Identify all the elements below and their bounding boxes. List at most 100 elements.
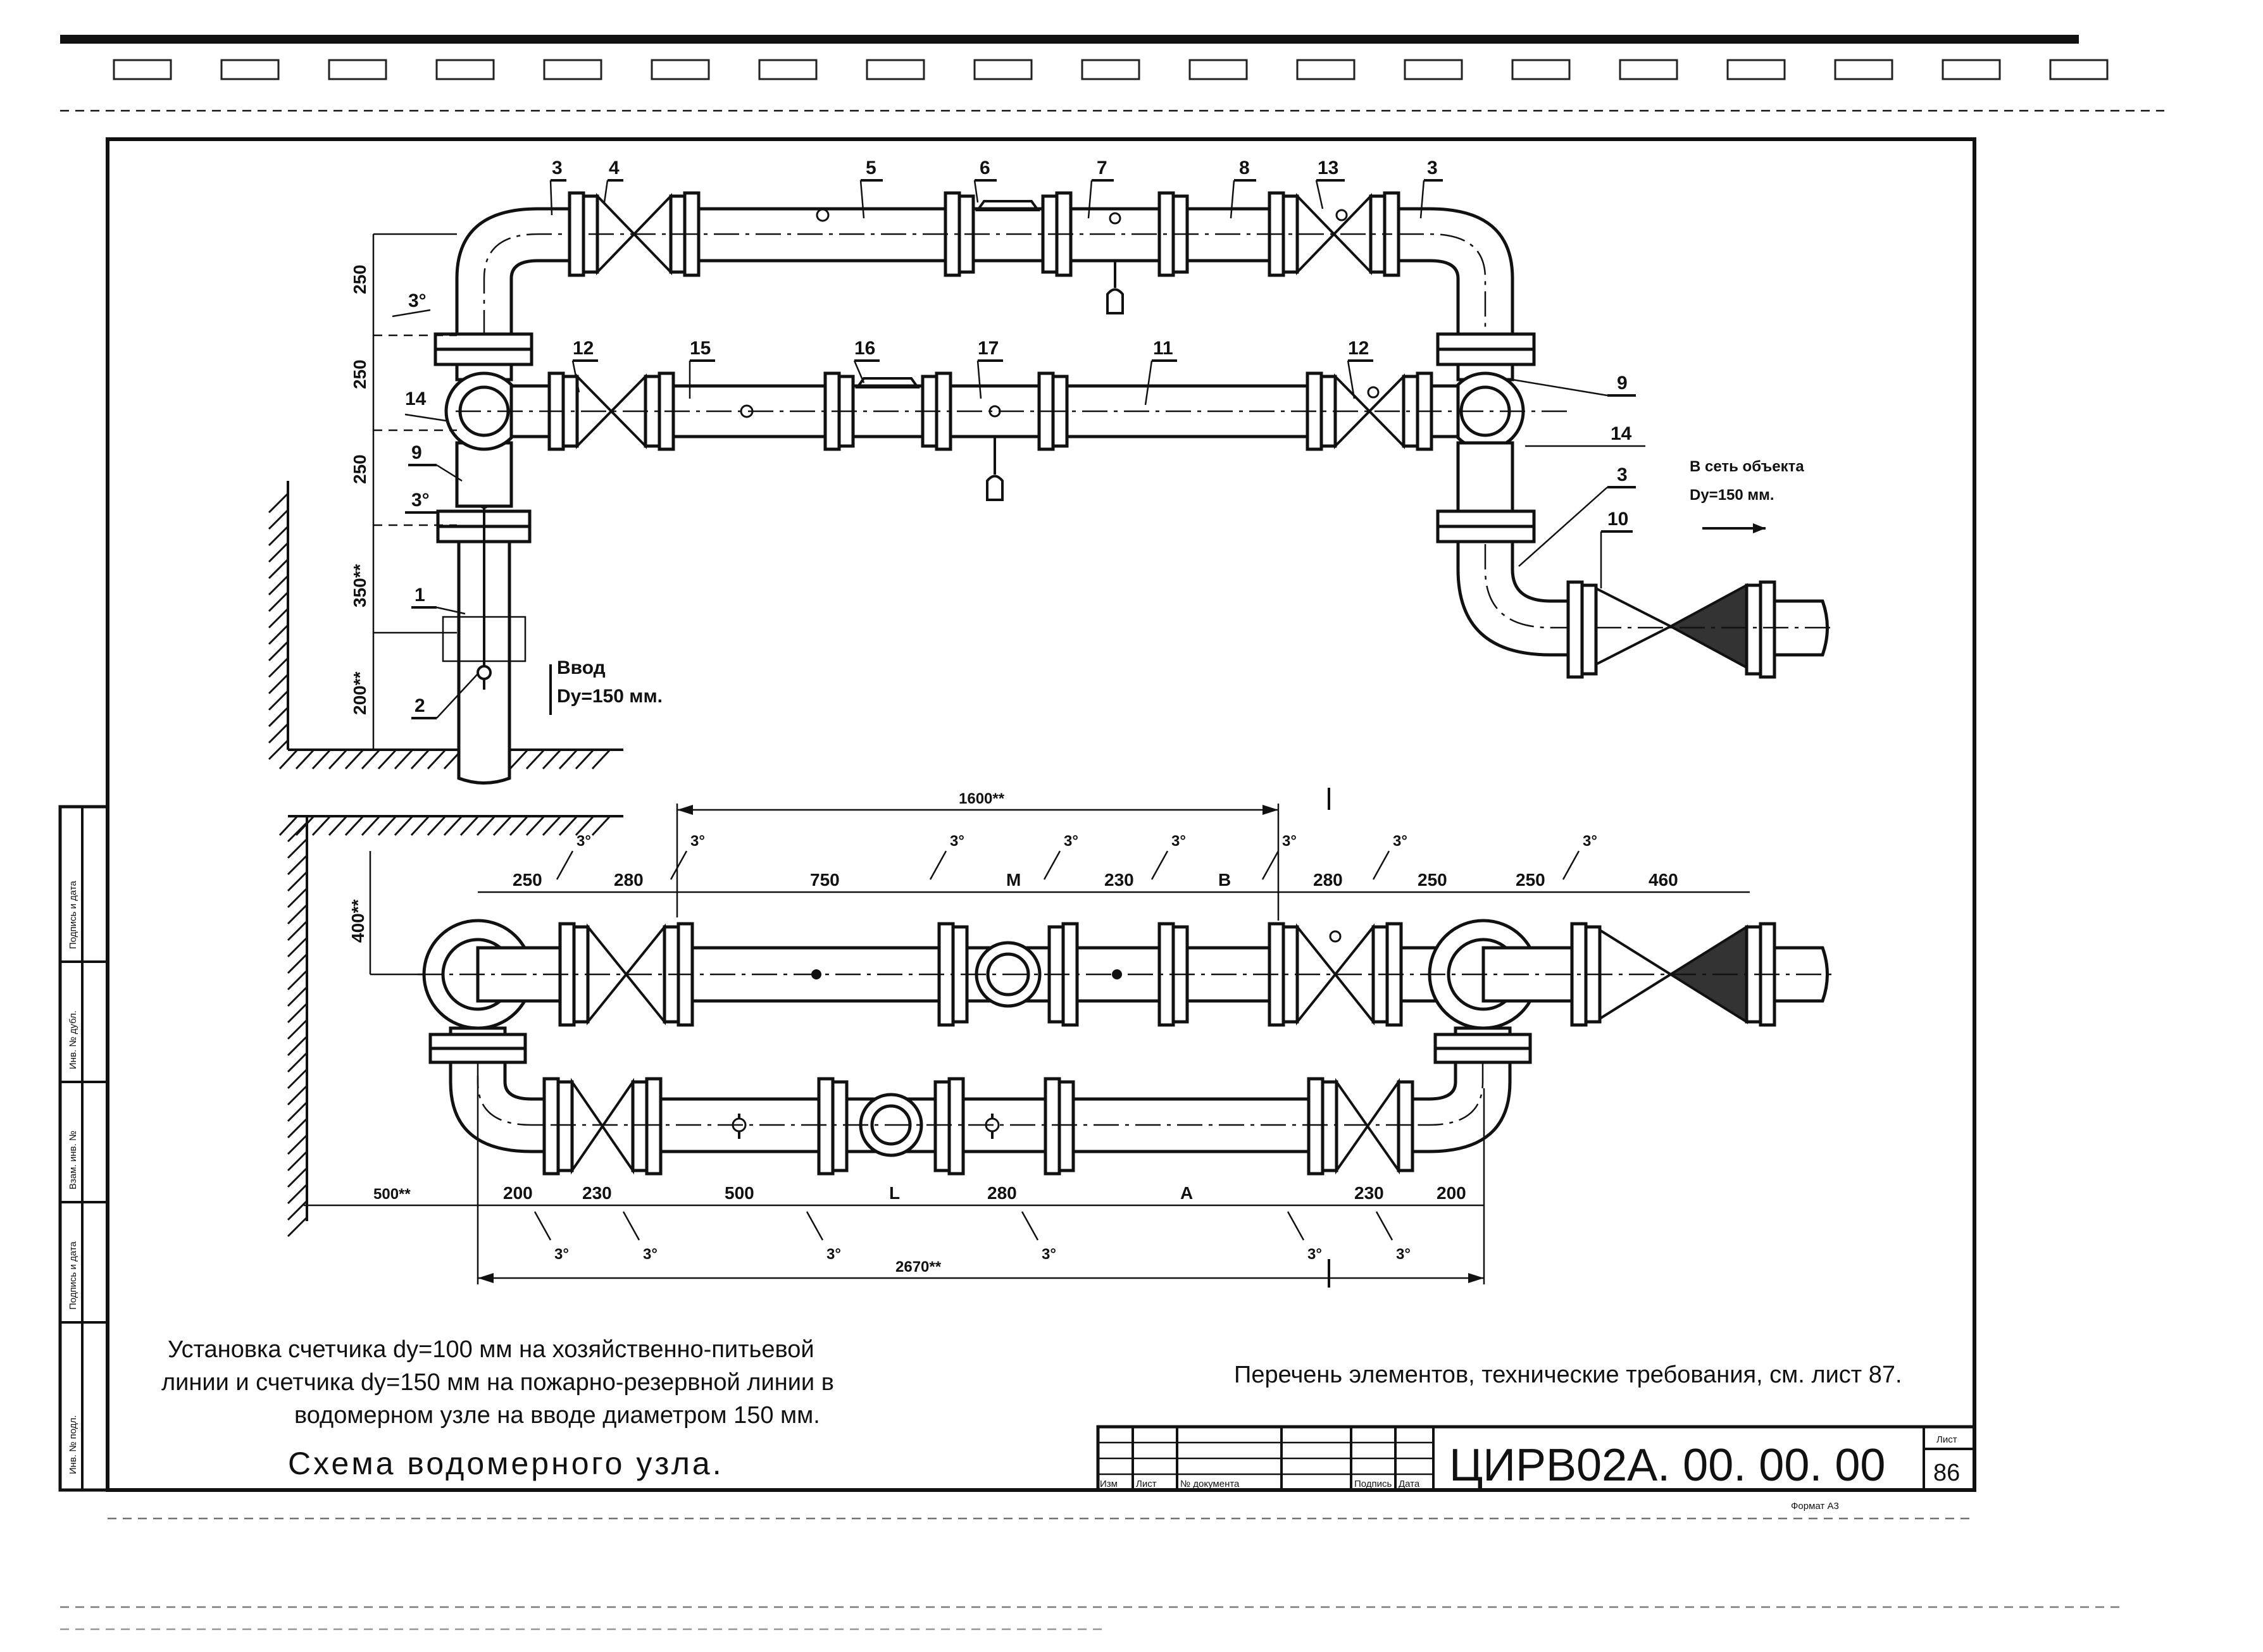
angle-mark-leader xyxy=(1287,1211,1305,1241)
angle-mark-leader xyxy=(1375,1211,1393,1241)
angle-mark-label: 3° xyxy=(690,833,705,850)
stamp-label-0: Инв. № подл. xyxy=(68,1415,78,1474)
format-label: Формат А3 xyxy=(1791,1501,1839,1512)
callout-mid-1: 15 xyxy=(690,338,711,359)
plan-top-overall: 1600** xyxy=(959,790,1005,807)
angle-mark-label: 3° xyxy=(554,1246,569,1263)
angle-mark-label: 3° xyxy=(1064,833,1078,850)
ptd-7: 250 xyxy=(1418,870,1447,890)
stamp-label-1: Подпись и дата xyxy=(68,1241,78,1310)
note-line-3: водомерном узле на вводе диаметром 150 м… xyxy=(294,1402,820,1429)
inlet-label-2: Dy=150 мм. xyxy=(557,686,663,707)
pbd-3: 500 xyxy=(725,1183,754,1203)
tb-col-2: № документа xyxy=(1180,1479,1240,1489)
callout-right-2: 3 xyxy=(1617,464,1628,485)
note-line-1: Установка счетчика dy=100 мм на хозяйств… xyxy=(168,1336,814,1363)
angle-mark-label: 3° xyxy=(1396,1246,1411,1263)
angle-mark-label: 3° xyxy=(1171,833,1186,850)
outlet-elbow xyxy=(1456,540,1584,657)
ptd-1: 280 xyxy=(614,870,644,890)
angle-mark-label: 3° xyxy=(1583,833,1597,850)
pbd-6: A xyxy=(1180,1183,1193,1203)
callout-top-5: 8 xyxy=(1239,158,1250,178)
inlet-label-1: Ввод xyxy=(557,657,606,678)
scan-header-band xyxy=(60,35,2164,112)
callout-right-3: 10 xyxy=(1607,509,1628,530)
upper-left-elbow xyxy=(455,207,571,336)
ptd-0: 250 xyxy=(513,870,542,890)
callout-top-2: 5 xyxy=(866,158,876,178)
outlet-label-2: Dy=150 мм. xyxy=(1690,487,1774,504)
angle-mark-leader xyxy=(806,1211,824,1241)
callout-top-3: 6 xyxy=(980,158,990,178)
angle-mark-label: 3° xyxy=(577,833,591,850)
middle-line xyxy=(456,371,1569,501)
angle-mark-leader xyxy=(1043,850,1061,880)
stamp-label-3: Инв. № дубл. xyxy=(68,1010,78,1069)
callout-left-1: 9 xyxy=(411,442,422,463)
scan-noise-bottom xyxy=(60,1517,2120,1630)
angle-mark-leader xyxy=(556,850,574,880)
tb-col-3: Подпись xyxy=(1354,1479,1392,1489)
sheet-frame xyxy=(106,137,1976,1492)
angle-mark-label: 3° xyxy=(1307,1246,1322,1263)
angle-mark-leader xyxy=(929,850,947,880)
tb-col-1: Лист xyxy=(1136,1479,1157,1489)
pbd-7: 230 xyxy=(1354,1183,1384,1203)
callout-top-7: 3 xyxy=(1427,158,1438,178)
plan-bottom-dims: 500** 200 230 500 L 280 A 230 200 3°3°3°… xyxy=(304,1076,1485,1288)
title-block: Изм Лист № документа Подпись Дата ЦИРВ02… xyxy=(1096,1425,1976,1512)
vdim-0: 250 xyxy=(350,264,370,294)
callout-mid-3: 17 xyxy=(978,338,999,359)
outlet-label-1: В сеть объекта xyxy=(1690,458,1804,475)
callout-mid-2: 16 xyxy=(854,338,875,359)
upper-line xyxy=(568,191,1400,314)
callout-mid-4: 11 xyxy=(1153,338,1173,359)
angle-mark-leader xyxy=(1372,850,1390,880)
callout-mid-5: 12 xyxy=(1348,338,1369,359)
angle-mark-label: 3° xyxy=(950,833,964,850)
angle-mark-leader xyxy=(1021,1211,1039,1241)
plan-vertical-dim: 400** xyxy=(348,899,368,943)
angle-mark-label: 3° xyxy=(1393,833,1407,850)
vdim-1: 250 xyxy=(350,359,370,389)
callout-left-2: 3° xyxy=(411,490,430,511)
callout-right-0: 9 xyxy=(1617,373,1628,394)
callout-top-6: 13 xyxy=(1318,158,1338,178)
reference-note: Перечень элементов, технические требован… xyxy=(1234,1362,1902,1388)
left-callouts: 14 9 3° 1 2 3° xyxy=(392,290,478,719)
pbd-1: 200 xyxy=(503,1183,533,1203)
angle-mark-leader xyxy=(1261,850,1280,880)
pbd-5: 280 xyxy=(987,1183,1017,1203)
ptd-9: 460 xyxy=(1649,870,1678,890)
middle-callouts: 12 15 16 17 11 12 xyxy=(571,338,1373,406)
callout-right-1: 14 xyxy=(1611,423,1632,444)
angle-mark-label: 3° xyxy=(1042,1246,1056,1263)
title-block-code: ЦИРВ02А. 00. 00. 00 xyxy=(1449,1440,1885,1491)
vdim-3: 350** xyxy=(350,564,370,607)
side-stamp: Инв. № подл. Подпись и дата Взам. инв. №… xyxy=(58,805,109,1492)
drawing-title: Схема водомерного узла. xyxy=(288,1446,724,1481)
callout-left-3: 1 xyxy=(415,585,425,606)
callout-top-4: 7 xyxy=(1097,158,1107,178)
callout-top-0: 3 xyxy=(552,158,563,178)
callout-left-0: 14 xyxy=(405,388,427,409)
upper-scheme: Ввод Dy=150 мм. xyxy=(268,158,1835,785)
pbd-8: 200 xyxy=(1437,1183,1466,1203)
angle-mark-label: 3° xyxy=(643,1246,658,1263)
pbd-0: 500** xyxy=(373,1186,411,1203)
upper-vertical-dims: 250 250 250 350** 200** xyxy=(350,233,457,750)
pbd-2: 230 xyxy=(582,1183,612,1203)
stamp-label-4: Подпись и дата xyxy=(68,880,78,949)
lower-scheme: 1600** 250 280 750 M 230 B 280 250 250 4… xyxy=(278,788,1835,1288)
note-line-2: линии и счетчика dy=150 мм на пожарно-ре… xyxy=(161,1369,834,1396)
vdim-4: 200** xyxy=(350,671,370,715)
ptd-4: 230 xyxy=(1104,870,1134,890)
plan-bottom-overall: 2670** xyxy=(895,1258,942,1276)
angle-mark-leader xyxy=(1150,850,1169,880)
upper-callouts: 3 4 5 6 7 8 13 3 xyxy=(549,158,1443,219)
right-callouts: 9 14 3 10 xyxy=(1512,373,1645,588)
plan-wall-hatch xyxy=(278,815,623,1238)
tb-col-4: Дата xyxy=(1399,1479,1420,1489)
